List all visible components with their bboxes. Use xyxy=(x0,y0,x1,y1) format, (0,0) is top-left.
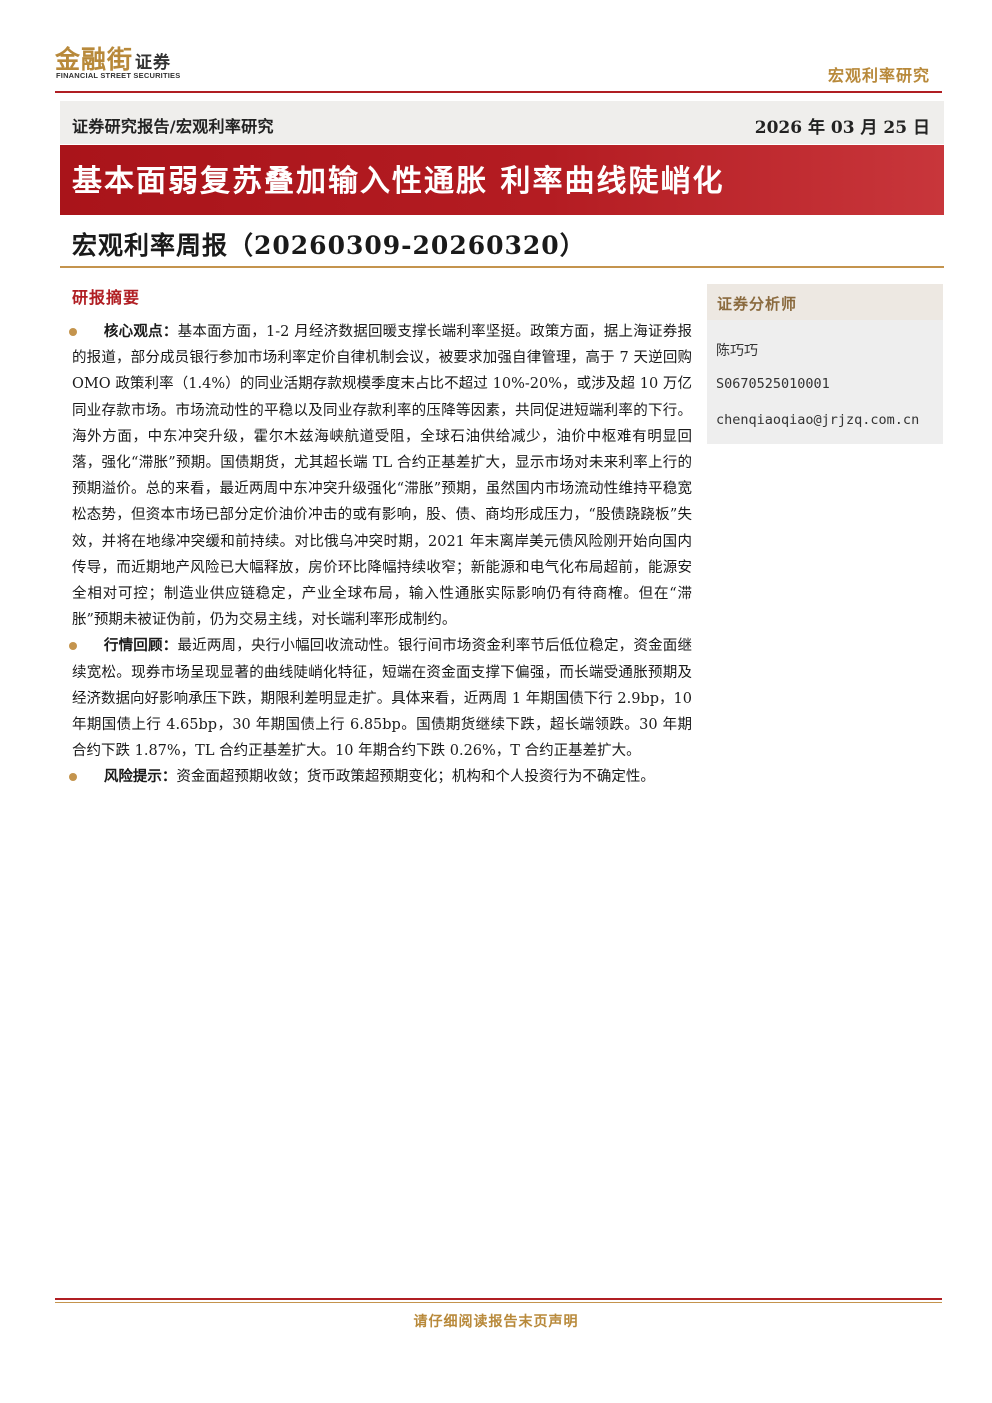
logo-name: 金融街 xyxy=(55,45,134,74)
analyst-box xyxy=(707,320,943,444)
summary-item: 核心观点：基本面方面，1-2 月经济数据回暖支撑长端利率坚挺。政策方面，据上海证… xyxy=(69,319,692,633)
summary-body: 核心观点：基本面方面，1-2 月经济数据回暖支撑长端利率坚挺。政策方面，据上海证… xyxy=(69,319,693,791)
footer-divider-gold xyxy=(55,1302,942,1303)
summary-item-head: 行情回顾： xyxy=(103,637,178,655)
report-title: 基本面弱复苏叠加输入性通胀 利率曲线陡峭化 xyxy=(72,164,725,199)
summary-item-text: 基本面方面，1-2 月经济数据回暖支撑长端利率坚挺。政策方面，据上海证券报的报道… xyxy=(72,324,692,629)
summary-item-text: 资金面超预期收敛；货币政策超预期变化；机构和个人投资行为不确定性。 xyxy=(176,769,655,786)
analyst-name: 陈巧巧 xyxy=(716,343,758,359)
analyst-heading: 证券分析师 xyxy=(717,295,798,313)
logo-chinese: 金融街证券 xyxy=(55,40,171,76)
summary-item: 风险提示：资金面超预期收敛；货币政策超预期变化；机构和个人投资行为不确定性。 xyxy=(69,764,692,790)
bullet-dot xyxy=(69,328,78,336)
company-logo: 金融街证券 FINANCIAL STREET SECURITIES xyxy=(55,40,205,86)
logo-suffix: 证券 xyxy=(135,53,172,73)
report-date: 2026 年 03 月 25 日 xyxy=(754,118,930,138)
bullet-dot xyxy=(69,642,78,651)
footer-notice: 请仔细阅读报告末页声明 xyxy=(413,1314,579,1330)
summary-item: 行情回顾：最近两周，央行小幅回收流动性。银行间市场资金利率节后低位稳定，资金面继… xyxy=(69,633,693,764)
report-category: 证券研究报告/宏观利率研究 xyxy=(72,117,274,136)
header-section-label: 宏观利率研究 xyxy=(827,66,930,85)
category-bar xyxy=(60,101,944,144)
bullet-dot xyxy=(69,773,78,782)
analyst-email[interactable]: chenqiaoqiao@jrjzq.com.cn xyxy=(716,412,920,428)
report-subtitle: 宏观利率周报（20260309-20260320） xyxy=(72,231,586,260)
analyst-license: S0670525010001 xyxy=(716,376,830,392)
logo-english: FINANCIAL STREET SECURITIES xyxy=(56,71,181,80)
summary-item-head: 核心观点： xyxy=(103,323,178,340)
summary-item-text: 最近两周，央行小幅回收流动性。银行间市场资金利率节后低位稳定，资金面继续宽松。现… xyxy=(72,638,693,760)
header-divider xyxy=(55,91,942,93)
subtitle-divider xyxy=(60,266,944,268)
footer-divider-red xyxy=(55,1298,942,1300)
summary-item-head: 风险提示： xyxy=(103,768,177,786)
analyst-box-header xyxy=(707,284,943,320)
title-band xyxy=(60,145,944,215)
summary-heading: 研报摘要 xyxy=(72,288,141,307)
